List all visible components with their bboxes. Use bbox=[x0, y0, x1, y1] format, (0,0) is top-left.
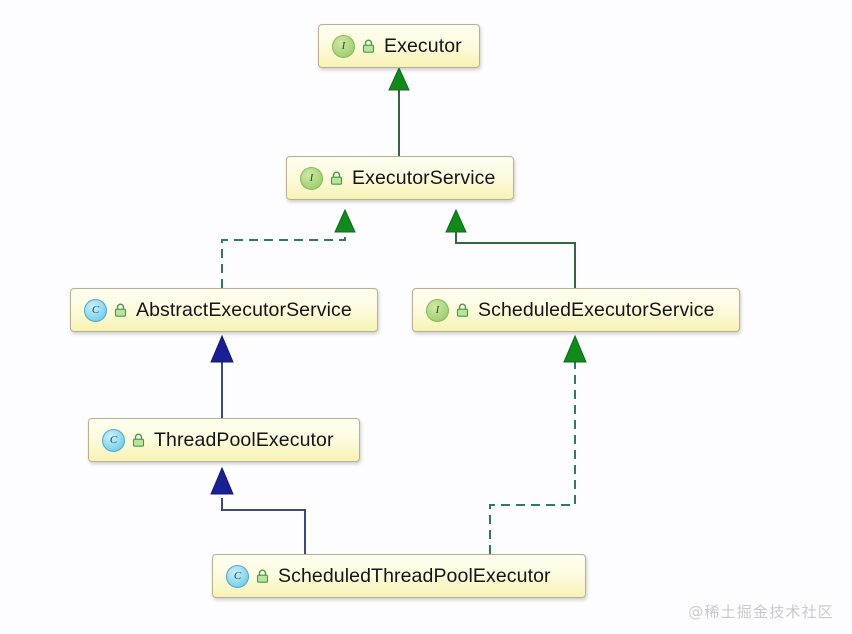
edge-scheduledexecutorservice-to-executorservice bbox=[445, 208, 576, 288]
edge-scheduledthreadpoolexecutor-to-threadpoolexecutor bbox=[210, 466, 306, 554]
interface-icon: I bbox=[332, 34, 355, 58]
edge-abstractexecutorservice-to-executorservice bbox=[221, 208, 356, 288]
node-icon-group: I bbox=[300, 166, 343, 190]
lock-icon bbox=[362, 39, 375, 53]
node-icon-group: C bbox=[102, 428, 145, 452]
lock-icon bbox=[132, 433, 145, 447]
node-thread-pool-executor[interactable]: C ThreadPoolExecutor bbox=[88, 418, 360, 462]
edge-threadpoolexecutor-to-abstractexecutorservice bbox=[210, 334, 234, 418]
edge-executorservice-to-executor bbox=[388, 66, 410, 156]
interface-icon: I bbox=[300, 166, 323, 190]
node-scheduled-executor-service[interactable]: I ScheduledExecutorService bbox=[412, 288, 740, 332]
node-icon-group: I bbox=[426, 298, 469, 322]
node-label: ScheduledThreadPoolExecutor bbox=[278, 564, 551, 587]
lock-icon bbox=[456, 303, 469, 317]
node-executor[interactable]: I Executor bbox=[318, 24, 480, 68]
node-label: ThreadPoolExecutor bbox=[154, 428, 334, 451]
class-icon: C bbox=[84, 298, 107, 322]
edge-scheduledthreadpoolexecutor-to-scheduledexecutorservice bbox=[489, 334, 587, 554]
node-label: AbstractExecutorService bbox=[136, 298, 352, 321]
node-label: ExecutorService bbox=[352, 166, 496, 189]
lock-icon bbox=[114, 303, 127, 317]
node-label: ScheduledExecutorService bbox=[478, 298, 715, 321]
node-abstract-executor-service[interactable]: C AbstractExecutorService bbox=[70, 288, 378, 332]
node-icon-group: I bbox=[332, 34, 375, 58]
class-icon: C bbox=[102, 428, 125, 452]
node-icon-group: C bbox=[84, 298, 127, 322]
node-executor-service[interactable]: I ExecutorService bbox=[286, 156, 514, 200]
node-icon-group: C bbox=[226, 564, 269, 588]
node-scheduled-thread-pool-executor[interactable]: C ScheduledThreadPoolExecutor bbox=[212, 554, 586, 598]
lock-icon bbox=[330, 171, 343, 185]
watermark: @稀土掘金技术社区 bbox=[688, 603, 834, 621]
node-label: Executor bbox=[384, 34, 462, 57]
class-icon: C bbox=[226, 564, 249, 588]
lock-icon bbox=[256, 569, 269, 583]
interface-icon: I bbox=[426, 298, 449, 322]
